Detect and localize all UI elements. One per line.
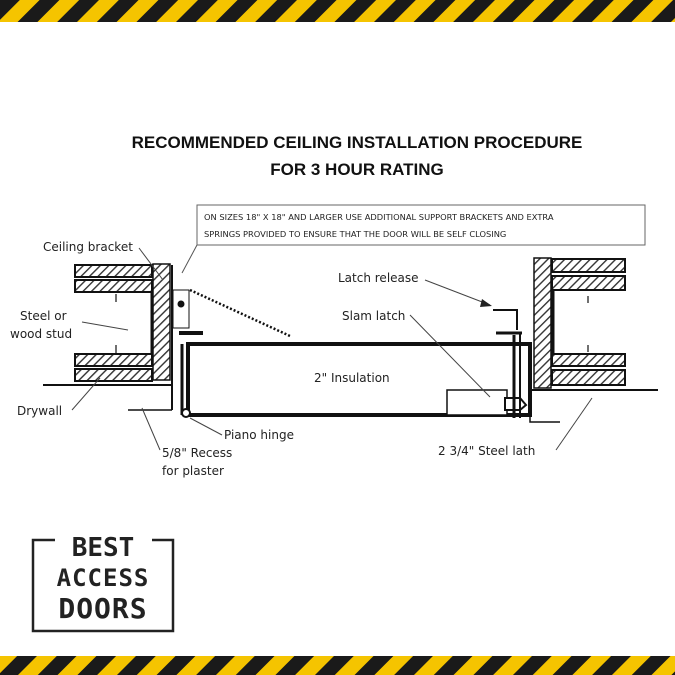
label-insulation: 2" Insulation <box>314 371 390 385</box>
logo-line1: BEST <box>72 533 135 563</box>
label-slam-latch: Slam latch <box>342 309 405 323</box>
note-box: ON SIZES 18" X 18" AND LARGER USE ADDITI… <box>181 204 646 274</box>
left-wall-assembly <box>43 263 291 411</box>
note-line1: ON SIZES 18" X 18" AND LARGER USE ADDITI… <box>204 212 554 222</box>
label-ceiling-bracket: Ceiling bracket <box>43 240 133 254</box>
leader-lines <box>71 247 593 451</box>
access-door-panel <box>180 309 532 418</box>
label-latch-release: Latch release <box>338 271 419 285</box>
label-recess-line2: for plaster <box>162 464 224 478</box>
logo-line3: DOORS <box>58 592 147 625</box>
top-hazard-stripe <box>0 0 675 22</box>
title-line1: RECOMMENDED CEILING INSTALLATION PROCEDU… <box>132 133 583 152</box>
label-drywall: Drywall <box>17 404 62 418</box>
label-stud-line2: wood stud <box>10 327 72 341</box>
best-access-doors-logo: BEST ACCESS DOORS <box>31 533 175 633</box>
latch-release-arrowhead <box>480 299 492 307</box>
logo-line2: ACCESS <box>57 564 150 592</box>
label-stud-line1: Steel or <box>20 309 67 323</box>
note-line2: SPRINGS PROVIDED TO ENSURE THAT THE DOOR… <box>204 229 506 239</box>
right-wall-assembly <box>529 257 658 423</box>
label-steel-lath: 2 3/4" Steel lath <box>438 444 535 458</box>
label-recess-line1: 5/8" Recess <box>162 446 232 460</box>
label-piano-hinge: Piano hinge <box>224 428 294 442</box>
bottom-hazard-stripe <box>0 656 675 675</box>
title-line2: FOR 3 HOUR RATING <box>270 160 443 179</box>
